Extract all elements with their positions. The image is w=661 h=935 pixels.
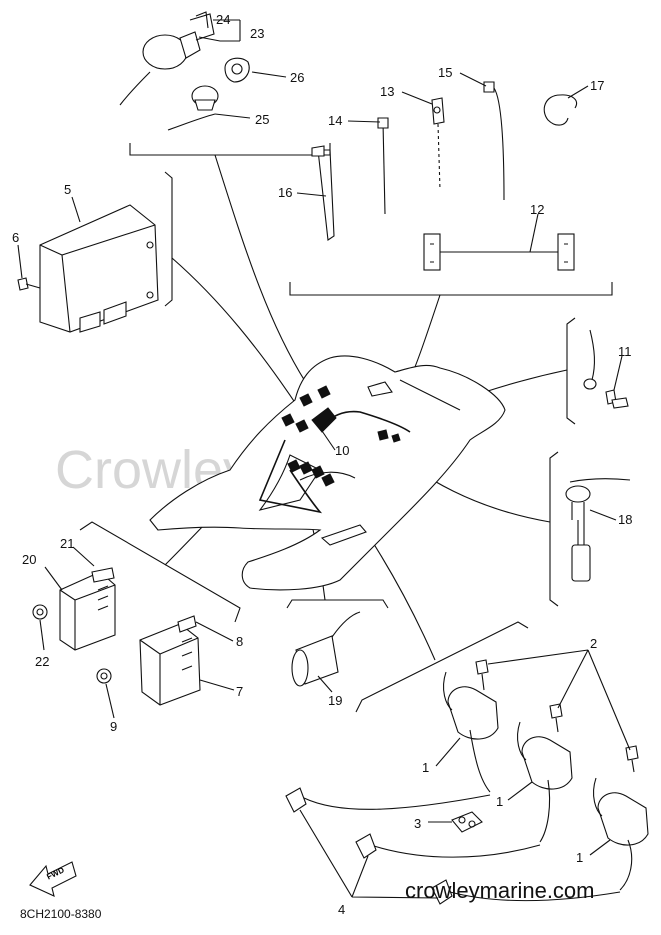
callout-20: 20 bbox=[22, 552, 36, 567]
fwd-arrow: FWD bbox=[29, 861, 77, 897]
part-15-band bbox=[483, 81, 505, 201]
diagram-code: 8CH2100-8380 bbox=[20, 907, 102, 921]
bracket-condenser bbox=[286, 599, 389, 609]
part-13-clip-chain bbox=[431, 97, 445, 191]
part-12-band bbox=[423, 233, 575, 271]
callout-17: 17 bbox=[590, 78, 604, 93]
part-19-condenser bbox=[291, 611, 361, 687]
callout-7: 7 bbox=[236, 684, 243, 699]
part-1-ignition-coil-a bbox=[443, 671, 499, 793]
bracket-coils bbox=[355, 621, 529, 713]
part-16-clamp bbox=[311, 145, 335, 241]
bracket-top-right bbox=[289, 282, 613, 296]
callout-leaders bbox=[17, 19, 631, 899]
part-20-rectifier bbox=[59, 571, 116, 651]
callout-25: 25 bbox=[255, 112, 269, 127]
part-4-plug-caps bbox=[285, 787, 621, 905]
callout-16: 16 bbox=[278, 185, 292, 200]
part-21-bolt bbox=[91, 567, 115, 583]
part-3-clamp bbox=[451, 811, 483, 833]
callout-18: 18 bbox=[618, 512, 632, 527]
part-22-nut bbox=[32, 604, 48, 620]
part-5-control-unit bbox=[39, 204, 159, 333]
leader-top-left bbox=[214, 154, 313, 393]
part-1-ignition-coil-b bbox=[517, 721, 573, 843]
wire-harness-assembly bbox=[149, 355, 506, 591]
part-2-screws bbox=[475, 659, 639, 773]
main-switch-assembly bbox=[119, 11, 215, 106]
callout-2: 2 bbox=[590, 636, 597, 651]
bracket-right-terminal bbox=[566, 317, 576, 425]
part-25-emergency-switch bbox=[167, 85, 219, 131]
bracket-top-left bbox=[129, 143, 331, 156]
callout-1c: 1 bbox=[576, 850, 583, 865]
part-14-cable-tie bbox=[377, 117, 389, 215]
callout-5: 5 bbox=[64, 182, 71, 197]
callout-13: 13 bbox=[380, 84, 394, 99]
callout-19: 19 bbox=[328, 693, 342, 708]
callout-10: 10 bbox=[335, 443, 349, 458]
site-url: crowleymarine.com bbox=[405, 878, 595, 903]
part-11-bolt bbox=[605, 389, 629, 409]
part-6-bolt bbox=[17, 277, 41, 291]
callout-15: 15 bbox=[438, 65, 452, 80]
bracket-left-ecu bbox=[164, 171, 173, 307]
callout-12: 12 bbox=[530, 202, 544, 217]
callout-9: 9 bbox=[110, 719, 117, 734]
callout-4: 4 bbox=[338, 902, 345, 917]
part-17-hook bbox=[543, 94, 578, 126]
callout-24: 24 bbox=[216, 12, 230, 27]
callout-8: 8 bbox=[236, 634, 243, 649]
callout-14: 14 bbox=[328, 113, 342, 128]
leader-ecu bbox=[171, 257, 301, 411]
callout-6: 6 bbox=[12, 230, 19, 245]
main-connector bbox=[311, 407, 337, 433]
part-7-regulator bbox=[139, 623, 201, 706]
bracket-right-switch bbox=[549, 451, 559, 607]
callout-1a: 1 bbox=[422, 760, 429, 775]
callout-26: 26 bbox=[290, 70, 304, 85]
part-11-terminal bbox=[583, 329, 597, 390]
callout-23: 23 bbox=[250, 26, 264, 41]
part-18-switch bbox=[565, 478, 631, 582]
callout-21: 21 bbox=[60, 536, 74, 551]
callout-11: 11 bbox=[618, 344, 632, 359]
part-26-bushing bbox=[224, 57, 250, 83]
bracket-lower-left bbox=[79, 521, 241, 623]
callout-22: 22 bbox=[35, 654, 49, 669]
callout-numbers: 1 1 1 2 3 4 5 6 7 8 9 10 11 12 13 14 15 … bbox=[12, 12, 632, 917]
part-1-ignition-coil-c bbox=[593, 777, 649, 891]
part-8-bolt bbox=[177, 615, 197, 633]
callout-1b: 1 bbox=[496, 794, 503, 809]
part-9-nut bbox=[96, 668, 112, 684]
callout-3: 3 bbox=[414, 816, 421, 831]
